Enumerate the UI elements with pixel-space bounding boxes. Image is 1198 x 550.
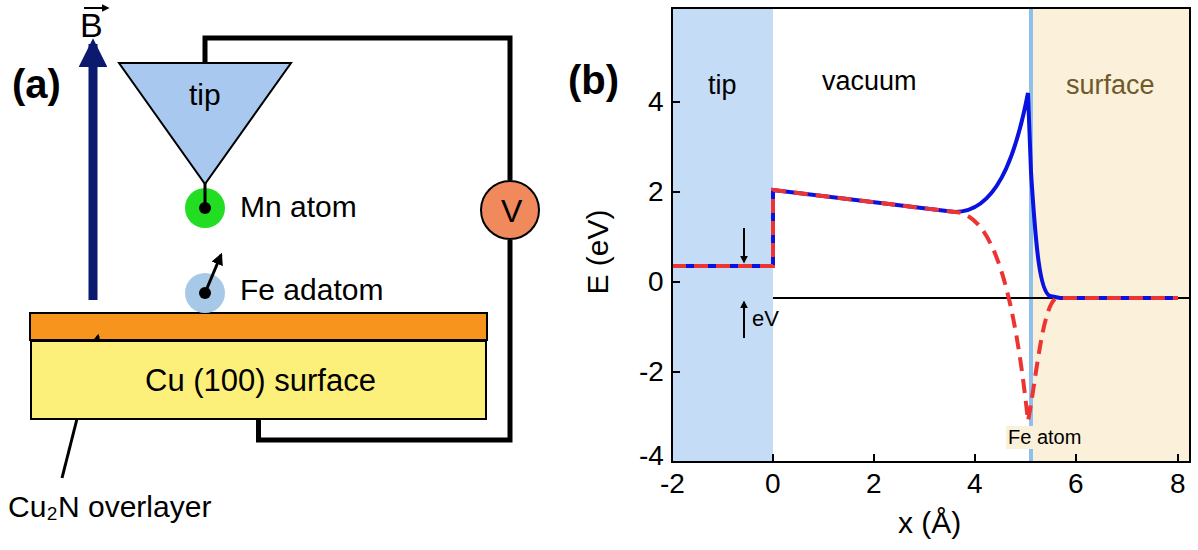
- spin-down-curve: [672, 190, 1178, 421]
- tick-label: 2: [648, 176, 664, 208]
- node-label: tip: [189, 78, 221, 112]
- surface-band: surface: [1031, 8, 1190, 462]
- tick-label: -4: [639, 440, 664, 472]
- overlayer-label: Cu₂N overlayer: [8, 490, 211, 524]
- atom-label: Fe atom: [1006, 426, 1083, 449]
- level-arrow: [743, 228, 745, 262]
- plot-frame: [672, 8, 1190, 462]
- node-label: Cu (100) surface: [145, 363, 376, 399]
- node-label: Mn atom: [240, 190, 357, 224]
- tick-label: 0: [765, 468, 781, 500]
- tick-label: 6: [1068, 468, 1084, 500]
- level-arrow: [743, 302, 745, 338]
- cu2n-overlayer: [30, 313, 487, 340]
- tick-label: 4: [967, 468, 983, 500]
- tick-label: 2: [866, 468, 882, 500]
- tick-label: 0: [648, 266, 664, 298]
- field-symbol: B: [80, 6, 103, 45]
- fe-adatom-node: Fe adatom: [183, 271, 443, 315]
- panel-letter: (a): [12, 62, 61, 107]
- tip-region: [672, 8, 773, 462]
- tip-node: tip: [118, 62, 292, 185]
- axis-title: E (eV): [581, 209, 615, 294]
- field-arrow: [89, 44, 98, 300]
- mn-atom-node: Mn atom: [183, 186, 413, 230]
- spin-arrow: [205, 255, 221, 293]
- energy-label: eV: [752, 306, 779, 332]
- axis-title: x (Å): [898, 506, 961, 540]
- tick-label: 8: [1170, 468, 1186, 500]
- panel-letter: (b): [568, 58, 619, 103]
- node-label: V: [501, 193, 522, 230]
- region-label: vacuum: [822, 66, 917, 97]
- node-label: surface: [1066, 70, 1155, 101]
- tick-label: -2: [660, 468, 685, 500]
- voltmeter: V: [480, 180, 540, 240]
- atom-dot: [199, 202, 211, 214]
- cu-surface-box: Cu (100) surface: [30, 340, 487, 420]
- axis-ticks: [672, 102, 1178, 462]
- tick-label: -2: [639, 356, 664, 388]
- fe-atom: [185, 273, 225, 313]
- node-label: Fe adatom: [240, 273, 383, 307]
- node-label: tip: [708, 70, 737, 101]
- surface-region: [1031, 8, 1190, 462]
- tip-band: tip: [672, 8, 773, 462]
- atom-dot: [199, 287, 211, 299]
- tick-label: 4: [648, 86, 664, 118]
